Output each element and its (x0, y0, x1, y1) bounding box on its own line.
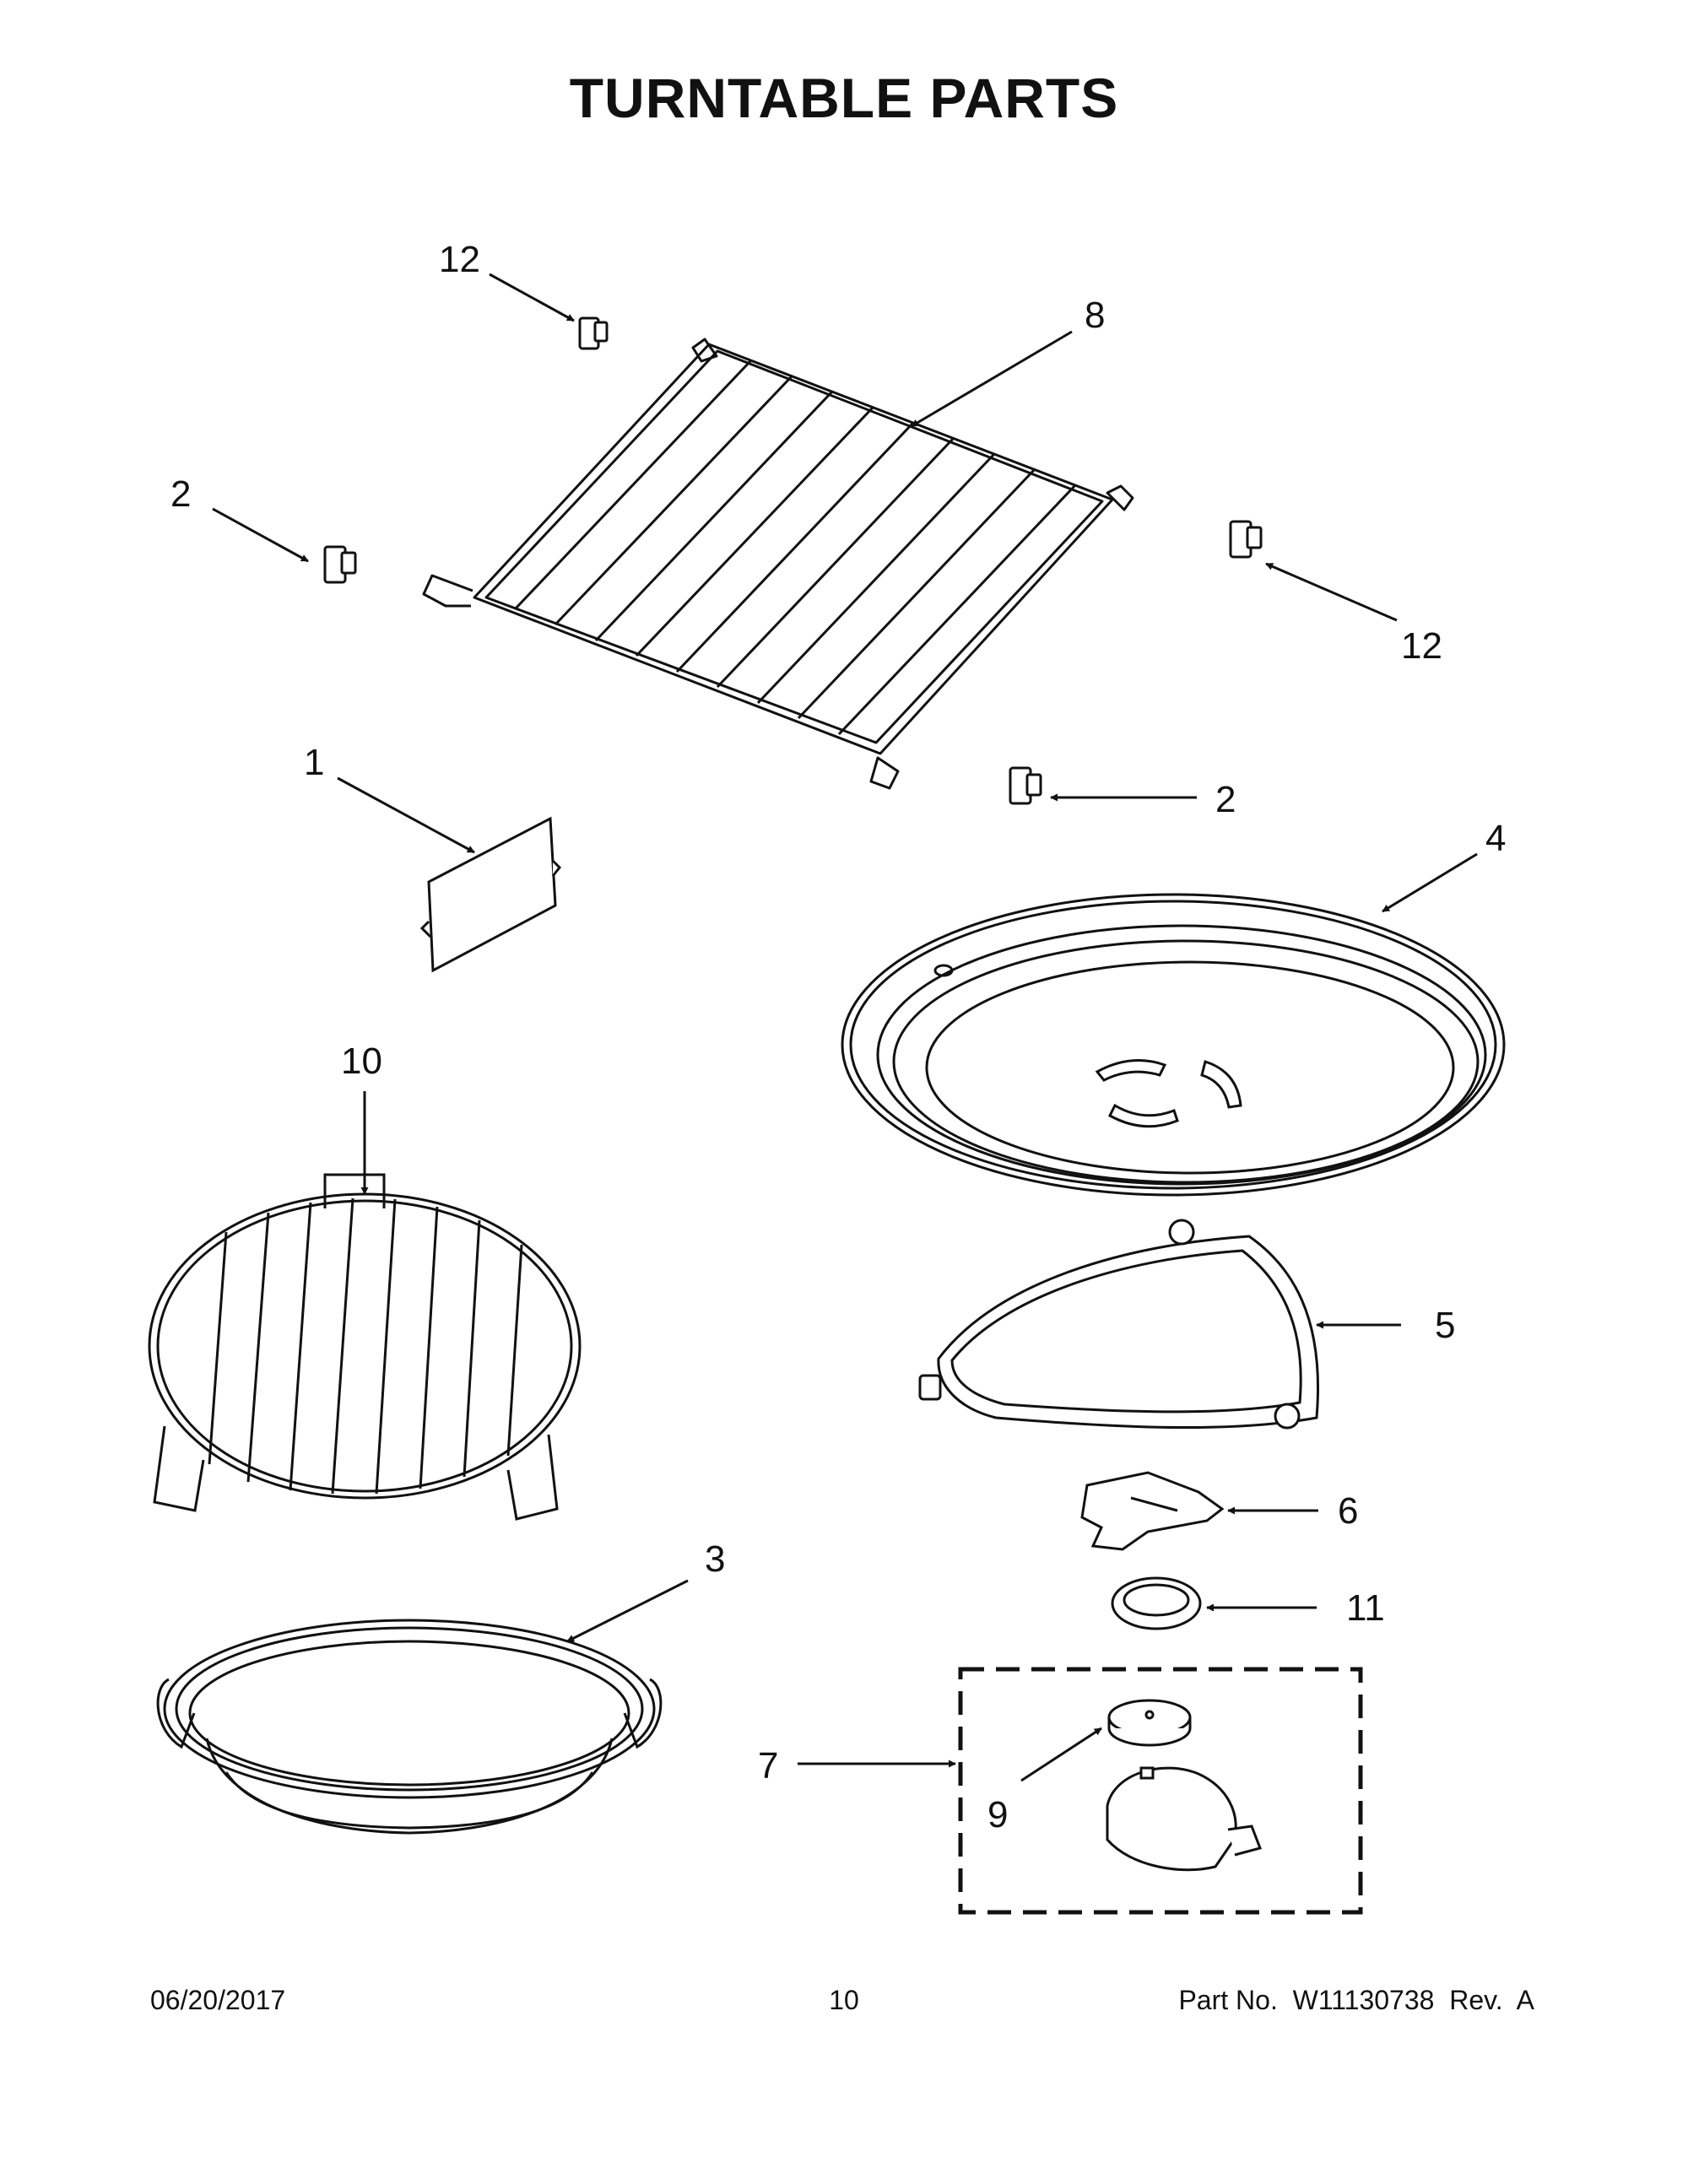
callout-2-lower: 2 (1215, 779, 1236, 820)
footer-date: 06/20/2017 (150, 1985, 286, 2015)
leader-lines (212, 273, 1478, 1782)
callout-7: 7 (758, 1745, 778, 1787)
leader-3 (566, 1579, 689, 1643)
clip-part-2-left (323, 545, 357, 584)
motor-kit-part-7 (958, 1667, 1363, 1915)
leader-9 (1020, 1727, 1102, 1782)
footer-page-number: 10 (829, 1985, 859, 2015)
ring-part-11 (1111, 1576, 1202, 1630)
leader-2-left (212, 507, 309, 563)
leader-1 (337, 776, 475, 854)
callout-10: 10 (341, 1041, 382, 1082)
callout-12-right: 12 (1401, 625, 1442, 667)
motor-housing (1106, 1766, 1262, 1872)
cover-plate-part-1 (419, 816, 562, 973)
callout-9: 9 (987, 1794, 1008, 1835)
clip-part-12-right (1229, 520, 1263, 559)
callout-3: 3 (705, 1538, 725, 1580)
leader-4 (1382, 852, 1478, 913)
callout-11: 11 (1346, 1587, 1385, 1629)
coupler-part-6 (1080, 1471, 1225, 1551)
callout-5: 5 (1435, 1305, 1455, 1346)
callout-2-left: 2 (170, 473, 191, 515)
wire-shelf-part-8 (422, 338, 1134, 790)
callout-8: 8 (1085, 295, 1105, 336)
clip-part-2-lower (1009, 766, 1042, 805)
page-title: TURNTABLE PARTS (569, 67, 1119, 129)
roller-ring-part-5 (918, 1219, 1319, 1430)
callout-6: 6 (1338, 1490, 1358, 1532)
footer-part-number: Part No. W11130738 Rev. A (1178, 1985, 1534, 2015)
oval-pan-part-3 (156, 1619, 663, 1835)
leader-12-right (1265, 562, 1398, 622)
leader-8 (911, 330, 1073, 428)
callout-4: 4 (1485, 818, 1506, 859)
callout-1: 1 (304, 742, 324, 783)
callout-numbers: 12 8 2 12 1 2 4 10 5 6 11 3 7 9 (170, 239, 1506, 1835)
callout-12-top: 12 (439, 239, 480, 280)
turntable-tray-part-4 (841, 893, 1506, 1197)
clip-part-12-top (578, 316, 609, 350)
leader-12-top (489, 273, 575, 322)
round-rack-part-10 (148, 1173, 582, 1521)
drive-disc-part-9 (1107, 1699, 1192, 1747)
